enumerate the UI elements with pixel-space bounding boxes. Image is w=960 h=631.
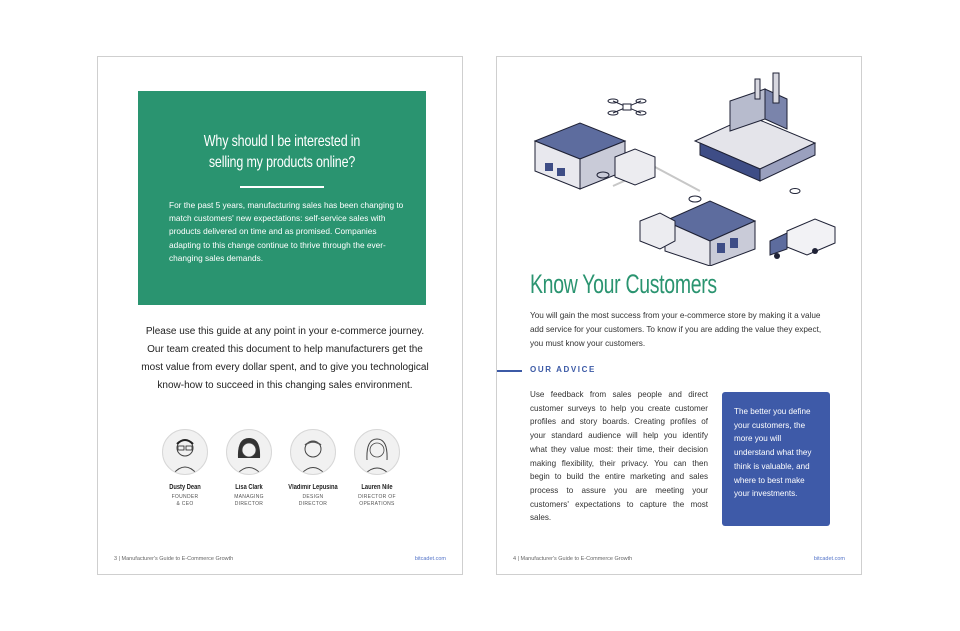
footer-link[interactable]: bitcadet.com <box>813 556 845 562</box>
box-title: Why should I be interested in selling my… <box>203 133 361 171</box>
avatar <box>226 429 272 475</box>
box-body: For the past 5 years, manufacturing sale… <box>169 200 404 263</box>
section-heading: OUR ADVICE <box>530 365 596 374</box>
member-role: DIRECTOR OF OPERATIONS <box>358 494 396 507</box>
member-name: Dusty Dean <box>169 484 201 491</box>
box-divider <box>240 186 324 188</box>
page-footer: 4 | Manufacturer's Guide to E-Commerce G… <box>513 556 845 562</box>
section-rule <box>497 370 522 372</box>
member-role: DESIGN DIRECTOR <box>298 494 328 507</box>
footer-link[interactable]: bitcadet.com <box>414 556 446 562</box>
member-name: Lisa Clark <box>235 484 263 491</box>
member-role: FOUNDER & CEO <box>171 494 199 507</box>
team-member: Lauren Nile DIRECTOR OF OPERATIONS <box>345 429 409 508</box>
avatar <box>162 429 208 475</box>
page-footer: 3 | Manufacturer's Guide to E-Commerce G… <box>114 556 446 562</box>
page-title: Know Your Customers <box>530 269 717 299</box>
avatar <box>354 429 400 475</box>
member-name: Lauren Nile <box>361 484 393 491</box>
footer-text: 4 | Manufacturer's Guide to E-Commerce G… <box>513 556 633 562</box>
callout-box: The better you define your customers, th… <box>722 392 830 526</box>
factory-illustration <box>533 72 836 266</box>
page-4: Know Your Customers You will gain the mo… <box>496 56 862 575</box>
advice-text: Use feedback from sales people and direc… <box>530 390 708 523</box>
intro-text: Please use this guide at any point in yo… <box>141 326 429 391</box>
team-member: Lisa Clark MANAGING DIRECTOR <box>217 429 281 508</box>
team-section: Dusty Dean FOUNDER & CEO Lisa Clark MANA… <box>158 429 418 519</box>
avatar <box>290 429 336 475</box>
member-name: Vladimir Lepusina <box>288 484 338 491</box>
intro-text: You will gain the most success from your… <box>530 311 822 348</box>
page-3: Why should I be interested in selling my… <box>97 56 463 575</box>
footer-text: 3 | Manufacturer's Guide to E-Commerce G… <box>114 556 234 562</box>
highlight-box: Why should I be interested in selling my… <box>138 91 426 305</box>
member-role: MANAGING DIRECTOR <box>234 494 264 507</box>
team-member: Vladimir Lepusina DESIGN DIRECTOR <box>281 429 345 508</box>
team-member: Dusty Dean FOUNDER & CEO <box>153 429 217 508</box>
